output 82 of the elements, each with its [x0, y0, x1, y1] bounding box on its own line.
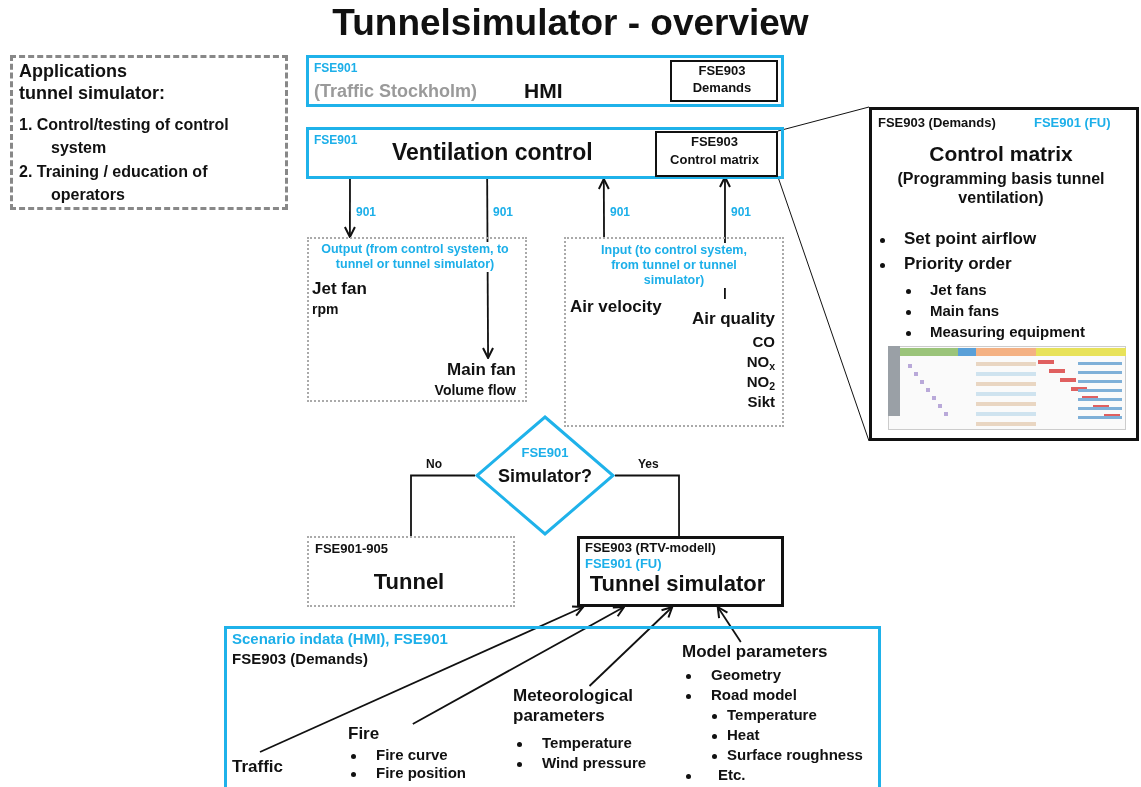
list-item: Set point airflow	[879, 229, 1037, 250]
connector-line	[410, 474, 476, 537]
label-text: Jet fan	[312, 279, 367, 300]
label-text: Fire	[348, 724, 380, 745]
system-box	[306, 55, 784, 107]
list-item: Jet fans	[905, 281, 987, 299]
label-text: Main fan	[446, 360, 516, 381]
box-title: Ventilation control	[392, 139, 593, 167]
arrow	[716, 606, 742, 643]
arrow	[588, 606, 674, 687]
question-text: Simulator?	[497, 466, 593, 488]
list-item: Temperature	[516, 734, 632, 752]
process-box	[307, 536, 515, 607]
id-label: FSE901 (FU)	[1034, 115, 1111, 131]
zoom-lines	[777, 106, 870, 442]
edge-label: 901	[355, 205, 378, 219]
zoom-callout-panel	[869, 107, 1139, 441]
list-item: Measuring equipment	[905, 323, 1086, 341]
label-text: (Programming basis tunnel ventilation)	[896, 169, 1106, 208]
list-item: 2. Training / education of operators	[19, 162, 209, 205]
id-label: FSE901	[520, 445, 570, 461]
list-item: Fire curve	[350, 746, 448, 764]
box-title: Tunnel	[372, 569, 446, 596]
list-item: Temperature	[711, 706, 817, 724]
edge-label: 901	[492, 205, 515, 219]
label-text: FSE903 (Demands)	[232, 650, 368, 668]
id-label: FSE903	[690, 134, 739, 150]
box-title: HMI	[524, 78, 563, 104]
list-item: 1. Control/testing of control system	[19, 115, 230, 158]
module-box	[655, 131, 778, 177]
group-box	[307, 237, 527, 402]
edge-label: No	[425, 457, 443, 471]
list-item: Main fans	[905, 302, 1000, 320]
note-box	[10, 55, 288, 210]
box-title: Control matrix	[928, 141, 1074, 167]
edge-label: Yes	[637, 457, 660, 471]
box-title: Tunnel simulator	[588, 571, 767, 598]
label-text: rpm	[312, 301, 339, 318]
panel-heading: Scenario indata (HMI), FSE901	[232, 630, 448, 648]
label-text: Air velocity	[570, 297, 662, 318]
id-label: FSE901 (FU)	[585, 556, 662, 572]
id-label: FSE903	[697, 63, 747, 79]
arrow	[411, 606, 625, 725]
label-text: Sikt	[746, 393, 775, 411]
scenario-panel	[224, 626, 881, 787]
label-text: NO$_{x}$	[745, 353, 775, 371]
module-box	[670, 60, 778, 102]
list-item: Priority order	[879, 254, 1012, 275]
arrow	[597, 178, 610, 238]
process-box	[577, 536, 784, 607]
edge-label: 901	[609, 205, 632, 219]
list-item: Fire position	[350, 764, 466, 782]
heading-text: Applications tunnel simulator:	[19, 61, 166, 105]
id-label: FSE901	[314, 61, 358, 76]
list-item: Heat	[711, 726, 760, 744]
decision-diamond	[475, 415, 615, 536]
label-text: NO$_{2}$	[745, 373, 775, 391]
label-text: (Traffic Stockholm)	[314, 81, 478, 103]
id-label: FSE901-905	[315, 541, 388, 557]
label-text: Meteorological parameters	[513, 686, 634, 727]
label-text: Demands	[691, 80, 753, 96]
label-text: Volume flow	[433, 382, 516, 399]
label-text: Model parameters	[682, 642, 828, 663]
label-text: Air quality	[690, 309, 775, 330]
list-item: Geometry	[685, 666, 782, 684]
arrow	[343, 178, 356, 238]
group-box	[564, 237, 784, 427]
id-label: FSE903 (Demands)	[878, 115, 996, 131]
id-label: FSE903 (RTV-modell)	[585, 540, 716, 556]
system-box	[306, 127, 784, 179]
diagram-title: Tunnelsimulator - overview	[331, 2, 810, 44]
label-text: Control matrix	[669, 152, 760, 168]
arrow	[259, 605, 585, 753]
connector-line	[614, 474, 680, 537]
list-item: Wind pressure	[516, 754, 647, 772]
label-text: Traffic	[232, 757, 284, 778]
list-item: Etc.	[685, 766, 746, 784]
list-item: Surface roughness	[711, 746, 863, 764]
label-text: CO	[751, 333, 775, 351]
edge-label: 901	[730, 205, 753, 219]
list-item: Road model	[685, 686, 797, 704]
id-label: FSE901	[314, 133, 358, 148]
